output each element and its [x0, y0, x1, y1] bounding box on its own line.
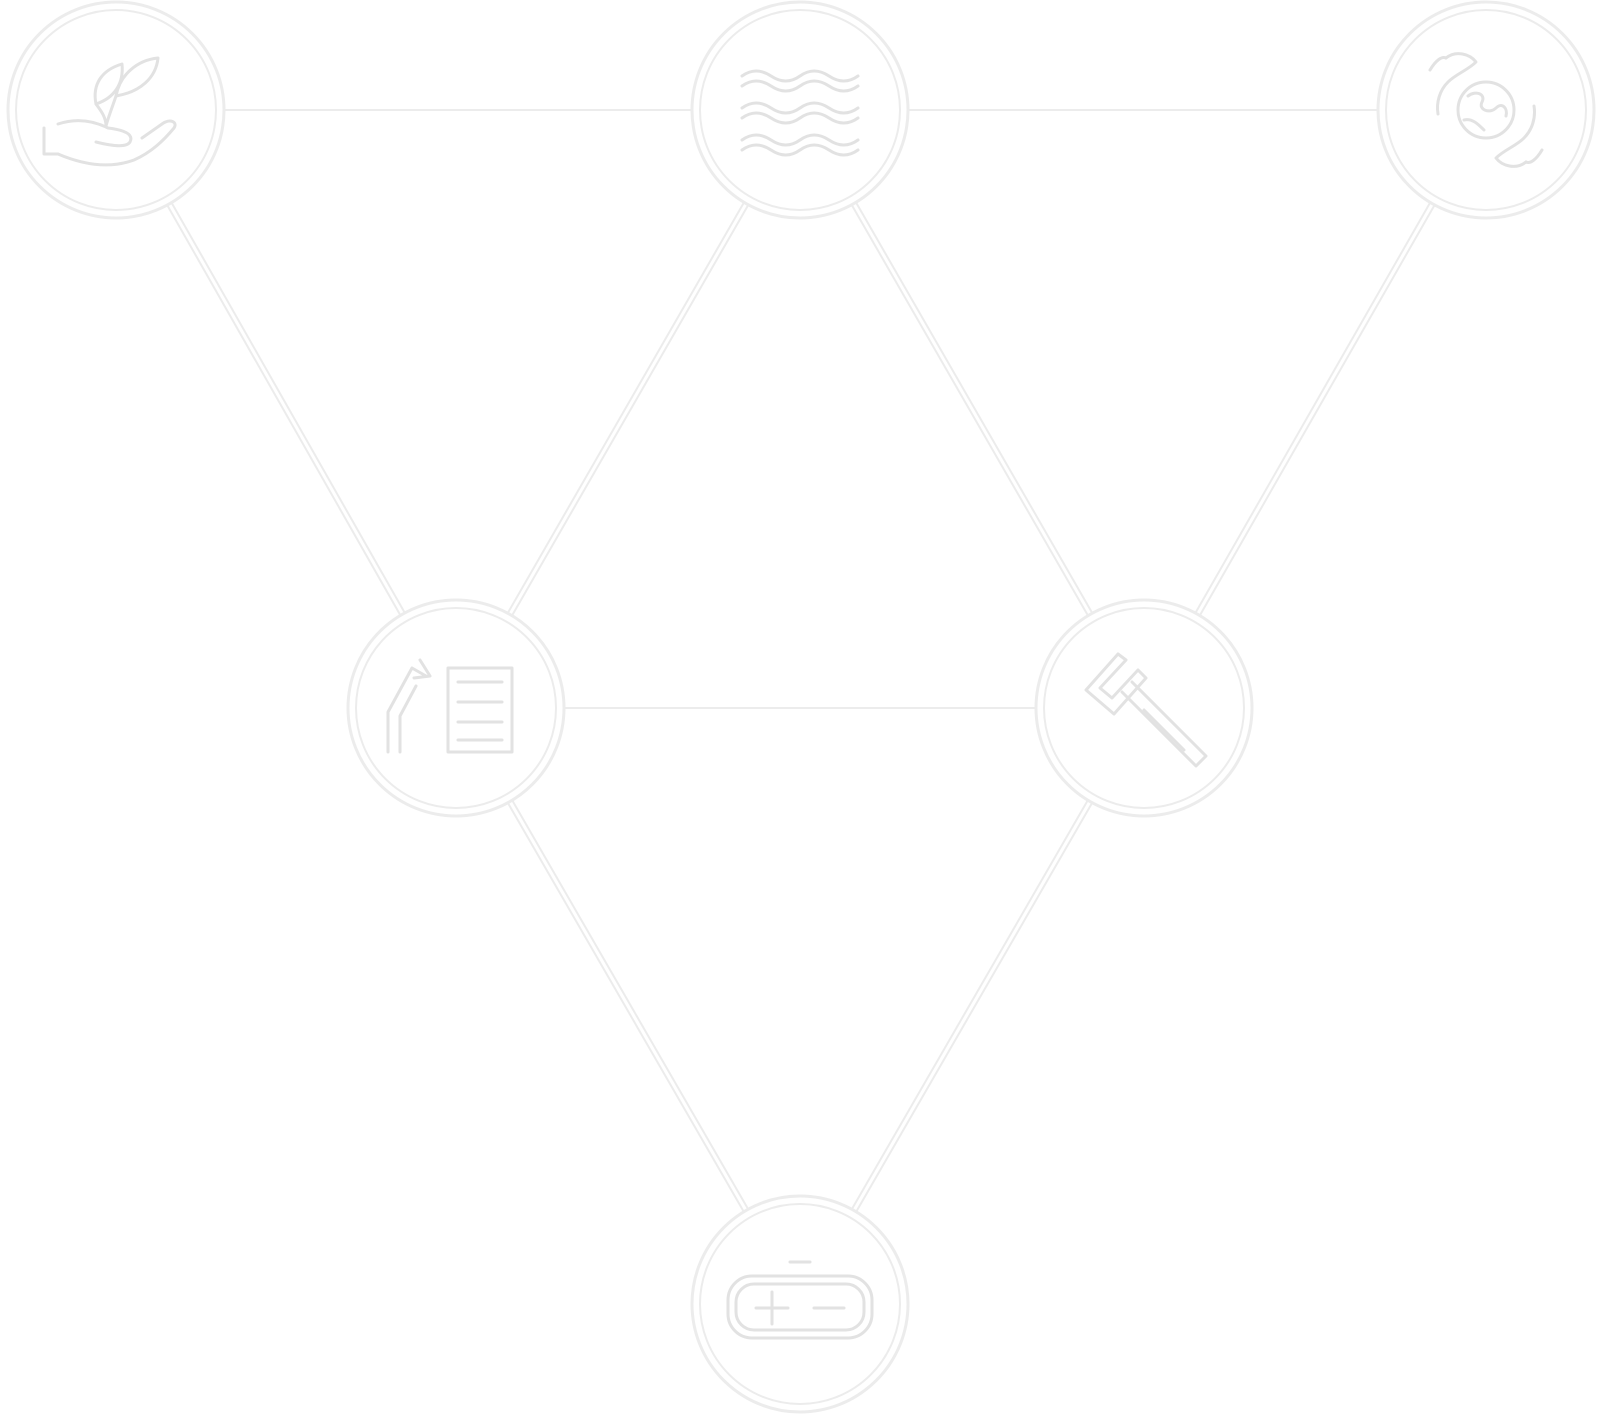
node-waves [690, 0, 910, 220]
edge-hand-globe-hammer [1198, 204, 1436, 616]
globe-in-hands-icon [1428, 52, 1544, 168]
edges-layer [166, 109, 1436, 1213]
hand-with-plant-icon [42, 56, 177, 167]
edge-recycle-document-battery [506, 802, 745, 1213]
hammer-icon [1084, 652, 1208, 768]
edge-hand-plant-recycle-document [166, 204, 402, 616]
edge-hand-globe-hammer [1194, 202, 1432, 614]
battery-icon [726, 1260, 874, 1340]
edge-hand-plant-recycle-document [170, 202, 406, 614]
node-recycle-document [346, 598, 566, 818]
edge-waves-recycle-document [506, 201, 745, 614]
node-hand-globe [1376, 0, 1596, 220]
node-hammer [1034, 598, 1254, 818]
edge-hammer-battery [850, 799, 1089, 1210]
node-hand-plant [6, 0, 226, 220]
edge-waves-recycle-document [511, 204, 750, 617]
waves-icon [740, 69, 860, 157]
edge-waves-hammer [855, 201, 1094, 614]
node-battery [690, 1194, 910, 1414]
recycle-document-icon [386, 658, 514, 754]
edge-recycle-document-battery [511, 799, 750, 1210]
edge-waves-hammer [850, 204, 1089, 617]
edge-hammer-battery [855, 802, 1094, 1213]
